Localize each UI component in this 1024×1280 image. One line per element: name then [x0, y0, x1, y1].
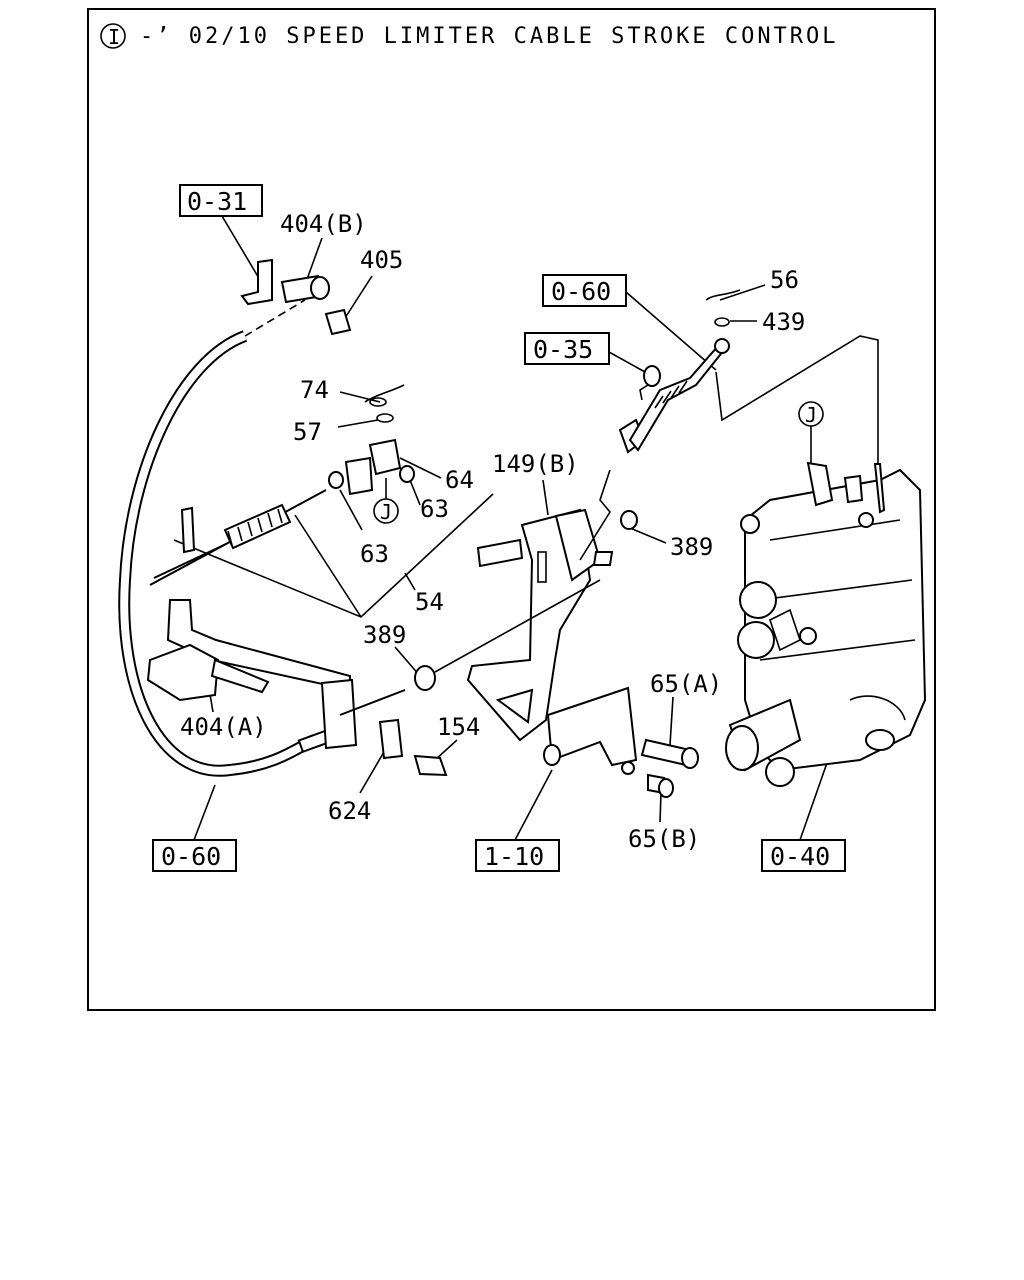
part-label-74[interactable]: 74 [300, 376, 329, 404]
callout-j-left: J [373, 478, 399, 524]
rod-linkage [579, 289, 741, 561]
ref-box-label: 0-60 [161, 842, 221, 871]
section-marker-circle [100, 23, 126, 49]
main-bracket-149b [414, 508, 638, 775]
ref-box-label: 1-10 [484, 842, 544, 871]
cable-end-54 [149, 489, 327, 586]
part-labels: 404(B) 405 56 439 74 57 64 63 63 54 149(… [180, 210, 805, 853]
part-label-57[interactable]: 57 [293, 418, 322, 446]
ref-box-label: 0-60 [551, 277, 611, 306]
part-label-404b[interactable]: 404(B) [280, 210, 367, 238]
part-label-65a[interactable]: 65(A) [650, 670, 722, 698]
part-label-56[interactable]: 56 [770, 266, 799, 294]
part-label-63-upper[interactable]: 63 [420, 495, 449, 523]
bolts-65 [640, 738, 699, 798]
part-label-405[interactable]: 405 [360, 246, 403, 274]
callout-j-letter: J [805, 403, 817, 427]
ref-box-0-60-top[interactable]: 0-60 [542, 274, 627, 307]
callout-j-letter: J [380, 500, 392, 524]
ref-box-1-10[interactable]: 1-10 [475, 839, 560, 872]
ref-box-0-40[interactable]: 0-40 [761, 839, 846, 872]
clip-assembly-upper [328, 384, 415, 496]
injection-pump [725, 461, 927, 787]
ref-box-label: 0-31 [187, 187, 247, 216]
bracket-404a [146, 599, 448, 777]
bracket-404b [240, 258, 352, 336]
part-label-439[interactable]: 439 [762, 308, 805, 336]
part-label-389-left[interactable]: 389 [363, 621, 406, 649]
part-label-54[interactable]: 54 [415, 588, 444, 616]
part-label-64[interactable]: 64 [445, 466, 474, 494]
diagram-frame [87, 8, 936, 1011]
callout-j-right: J [798, 401, 824, 463]
part-label-65b[interactable]: 65(B) [628, 825, 700, 853]
leader-lines [173, 215, 879, 841]
header: I -’ 02/10 SPEED LIMITER CABLE STROKE CO… [100, 23, 839, 49]
ref-box-0-60-bottom[interactable]: 0-60 [152, 839, 237, 872]
speed-limiter-cable [118, 299, 333, 777]
ref-box-0-31[interactable]: 0-31 [179, 184, 263, 217]
ref-box-label: 0-35 [533, 335, 593, 364]
part-label-624[interactable]: 624 [328, 797, 371, 825]
page-title: -’ 02/10 SPEED LIMITER CABLE STROKE CONT… [140, 24, 839, 49]
ref-box-0-35[interactable]: 0-35 [524, 332, 610, 365]
part-label-389-right[interactable]: 389 [670, 533, 713, 561]
section-marker-letter: I [108, 25, 120, 49]
part-label-149b[interactable]: 149(B) [492, 450, 579, 478]
part-label-404a[interactable]: 404(A) [180, 713, 267, 741]
part-label-63-lower[interactable]: 63 [360, 540, 389, 568]
part-label-154[interactable]: 154 [437, 713, 480, 741]
ref-box-label: 0-40 [770, 842, 830, 871]
